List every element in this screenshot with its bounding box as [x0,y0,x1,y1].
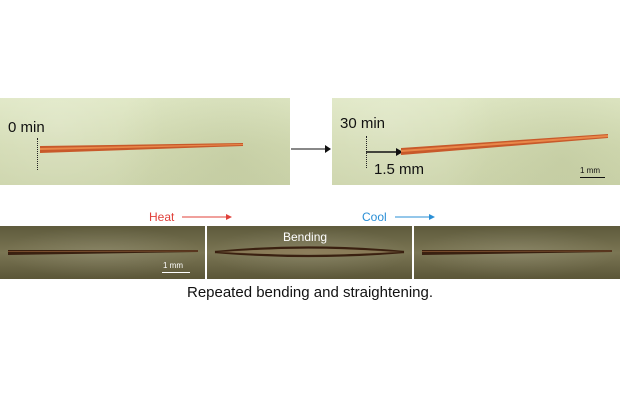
fiber-moved [401,134,608,155]
shift-arrow-icon [366,148,403,156]
panel-0-min: 0 min [0,98,290,185]
arrow-right-icon [291,145,331,153]
scale-bar-label: 1 mm [163,261,183,270]
fiber-initial [40,143,243,153]
shift-distance-label: 1.5 mm [374,161,425,178]
photo-bending: Bending [207,226,412,279]
scale-bar [580,177,605,178]
panel-texture [332,98,620,185]
photo-straight-after [414,226,620,279]
bending-label: Bending [283,230,328,244]
fiber-bent [214,246,405,258]
cool-arrow-icon [395,214,435,220]
heat-arrow-icon [182,214,232,220]
figure-caption: Repeated bending and straightening. [186,284,434,301]
time-label-30-min: 30 min [340,115,386,132]
fiber-straightened [421,250,613,255]
start-marker-line [37,138,38,170]
photo-straight-before: 1 mm [0,226,205,279]
panel-30-min: 30 min 1.5 mm 1 mm [332,98,620,185]
cool-label: Cool [362,210,387,224]
panel-texture [0,98,290,185]
heat-label: Heat [149,210,175,224]
time-label-0-min: 0 min [8,119,45,136]
scale-bar-label: 1 mm [580,166,600,175]
scale-bar [162,272,190,273]
fiber-straight [7,250,199,255]
